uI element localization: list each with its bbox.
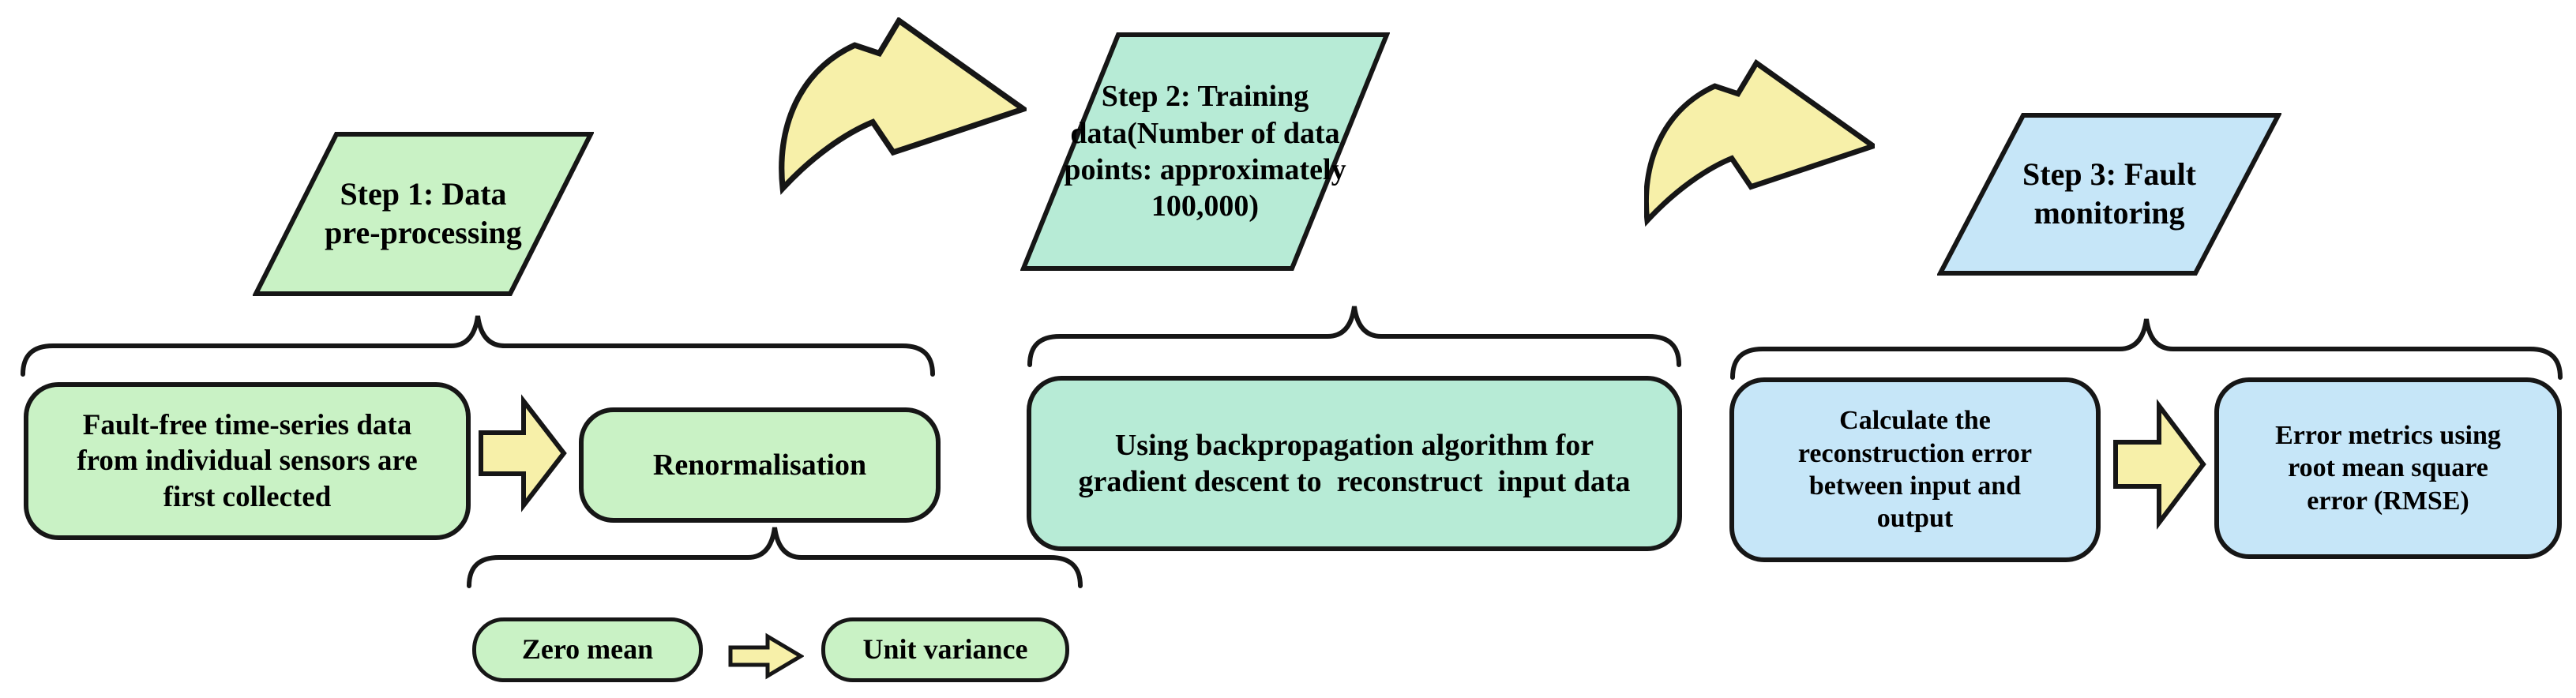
box-error-metrics: Error metrics using root mean square err… — [2214, 377, 2562, 559]
parallelogram-shape-icon — [1937, 113, 2281, 276]
box-zero-mean-label: Zero mean — [521, 633, 654, 666]
parallelogram-shape-icon — [1020, 32, 1390, 271]
brace-step3-icon — [1729, 313, 2563, 382]
box-unit-variance: Unit variance — [821, 617, 1069, 682]
brace-step2-icon — [1027, 300, 1682, 370]
step1-title: Step 1: Data pre-processing — [325, 176, 522, 250]
box-zero-mean: Zero mean — [472, 617, 703, 682]
box-error-metrics-label: Error metrics using root mean square err… — [2275, 420, 2501, 516]
curved-arrow-icon-1 — [778, 17, 1027, 197]
box-unit-variance-label: Unit variance — [862, 633, 1028, 666]
step3-title: Step 3: Fault monitoring — [2022, 156, 2196, 231]
parallelogram-shape-icon — [253, 132, 594, 296]
step1-parallelogram: Step 1: Data pre-processing — [253, 131, 594, 297]
box-renormalisation: Renormalisation — [579, 407, 941, 523]
box-recon-error-label: Calculate the reconstruction error betwe… — [1797, 406, 2033, 534]
step2-title: Step 2: Training data(Number of data poi… — [1064, 80, 1346, 223]
box-backprop: Using backpropagation algorithm for grad… — [1027, 376, 1682, 551]
step3-parallelogram: Step 3: Fault monitoring — [1937, 112, 2281, 276]
box-collect-label: Fault-free time-series data from individ… — [77, 409, 418, 513]
curved-arrow-icon-2 — [1644, 57, 1875, 232]
brace-step1-icon — [20, 310, 936, 379]
brace-renormalisation-icon — [466, 521, 1083, 591]
box-backprop-label: Using backpropagation algorithm for grad… — [1078, 428, 1631, 498]
box-collect: Fault-free time-series data from individ… — [24, 382, 471, 540]
right-arrow-icon-2 — [2113, 396, 2206, 532]
right-arrow-icon-1 — [479, 393, 567, 513]
box-recon-error: Calculate the reconstruction error betwe… — [1729, 377, 2101, 562]
right-arrow-icon-3 — [728, 632, 804, 681]
box-renormalisation-label: Renormalisation — [652, 448, 867, 482]
step2-parallelogram: Step 2: Training data(Number of data poi… — [1020, 32, 1390, 272]
